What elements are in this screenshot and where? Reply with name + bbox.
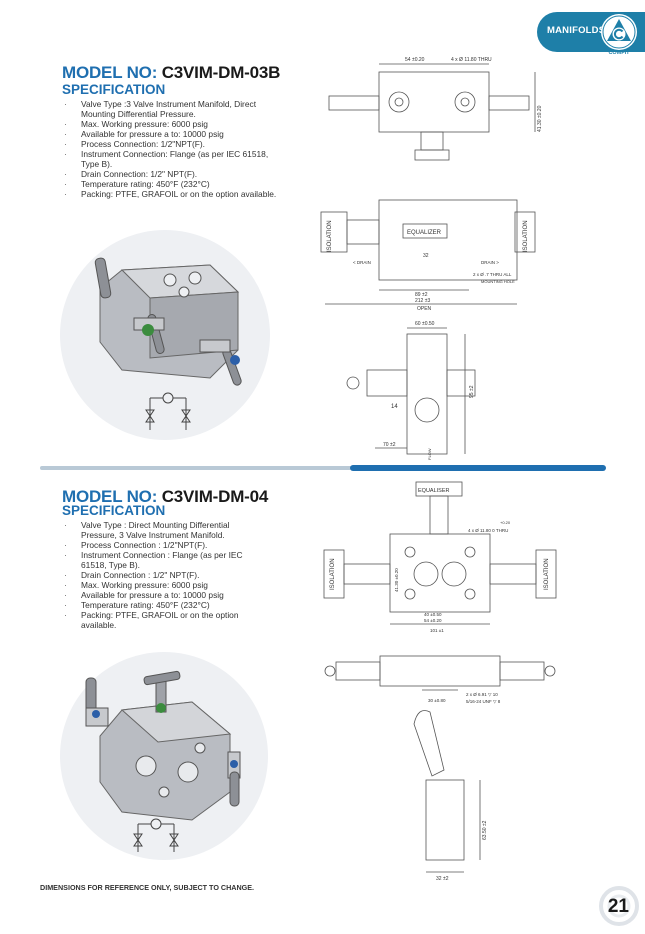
- spec-item: Max. Working pressure: 6000 psig: [64, 580, 264, 590]
- category-label: MANIFOLDS: [547, 25, 606, 36]
- dim-40: 40 ±0.50: [424, 612, 442, 617]
- dim-32: 32: [423, 253, 429, 259]
- model1-product-image: [94, 257, 242, 430]
- spec-item: Drain Connection: 1/2" NPT(F).: [64, 169, 284, 179]
- model2-title-code: C3VIM-DM-04: [161, 487, 269, 506]
- dim-89: 89 ±2: [415, 292, 428, 298]
- model2-spec-list: Valve Type : Direct Mounting Differentia…: [64, 520, 264, 630]
- model1-spec-list: Valve Type :3 Valve Instrument Manifold,…: [64, 99, 284, 199]
- dim-holes: 4 x Ø 11.80 0 THRU: [468, 528, 508, 533]
- holes-spec-a: 2 x Ø 6.91 ▽ 10: [466, 692, 498, 697]
- page-number: 21: [607, 896, 629, 917]
- model2-technical-drawing: EQUALISER +0.20 4 x Ø 11.80 0 THRU ISOLA…: [323, 481, 557, 882]
- spec-item: Available for pressure a to: 10000 psig: [64, 129, 284, 139]
- section-divider: [40, 466, 360, 470]
- model2-title: MODEL NO: C3VIM-DM-04: [62, 487, 268, 507]
- mounting-hole-label: MOUNTING HOLE: [481, 279, 515, 284]
- drain-right-label: DRAIN >: [481, 260, 499, 265]
- disclaimer-note: DIMENSIONS FOR REFERENCE ONLY, SUBJECT T…: [40, 883, 255, 892]
- spec-item: Instrument Connection : Flange (as per I…: [64, 550, 264, 570]
- spec-item: Process Connection: 1/2"NPT(F).: [64, 139, 284, 149]
- spec-item: Instrument Connection: Flange (as per IE…: [64, 149, 284, 169]
- dim-63: 63.50 ±2: [482, 820, 488, 840]
- spec-item: Valve Type :3 Valve Instrument Manifold,…: [64, 99, 284, 119]
- isolation-left-label: ISOLATION: [327, 220, 333, 252]
- spec-item: Drain Connection : 1/2" NPT(F).: [64, 570, 264, 580]
- dim-70: 70 ±2: [383, 442, 396, 448]
- spec-item: Max. Working pressure: 6000 psig: [64, 119, 284, 129]
- section-divider-accent: [350, 465, 606, 471]
- model2-spec-title: SPECIFICATION: [62, 503, 166, 518]
- spec-item: Packing: PTFE, GRAFOIL or on the option …: [64, 610, 264, 630]
- model1-technical-drawing: 54 ±0.20 4 x Ø 11.80 THRU 41.30 ±0.20 IS…: [320, 57, 543, 460]
- model1-title-prefix: MODEL NO:: [62, 63, 158, 82]
- dim-32: 32 ±2: [436, 876, 449, 882]
- dim-60: 60 ±0.50: [415, 321, 435, 327]
- isolation-left-label: ISOLATION: [330, 558, 336, 590]
- model1-spec-title: SPECIFICATION: [62, 82, 166, 97]
- model2-product-image: [85, 670, 241, 852]
- logo-icon: [602, 15, 636, 49]
- dim-holes: 4 x Ø 11.80 THRU: [451, 57, 492, 63]
- model1-title-code: C3VIM-DM-03B: [161, 63, 281, 82]
- dim-101: 101 ±1: [430, 628, 444, 633]
- dim-30: 30 ±0.80: [428, 698, 446, 703]
- holes-spec-b: 5/16-24 UNF ▽ 8: [466, 699, 501, 704]
- thru-all-label: 2 x Ø .7 THRU ALL: [473, 272, 512, 277]
- spec-item: Temperature rating: 450°F (232°C): [64, 600, 264, 610]
- isolation-right-label: ISOLATION: [544, 558, 550, 590]
- dim-54: 54 ±0.20: [405, 57, 425, 63]
- isolation-right-label: ISOLATION: [523, 220, 529, 252]
- spec-item: Valve Type : Direct Mounting Differentia…: [64, 520, 264, 540]
- open-label: OPEN: [417, 306, 432, 312]
- spec-item: Temperature rating: 450°F (232°C): [64, 179, 284, 189]
- model1-title: MODEL NO: C3VIM-DM-03B: [62, 63, 280, 83]
- brand-logo: [601, 14, 637, 50]
- spec-item: Packing: PTFE, GRAFOIL or on the option …: [64, 189, 284, 199]
- category-tab: MANIFOLDS COMFIT: [537, 12, 645, 56]
- equalizer-label: EQUALIZER: [407, 230, 442, 236]
- dim-14: 14: [391, 404, 398, 410]
- flow-label: FLOW: [427, 448, 432, 460]
- spec-item: Process Connection : 1/2"NPT(F).: [64, 540, 264, 550]
- brand-logo-text: COMFIT: [608, 50, 630, 56]
- spec-item: Available for pressure a to: 10000 psig: [64, 590, 264, 600]
- dim-95: 95 ±2: [469, 385, 475, 398]
- dim-54: 54 ±0.20: [424, 618, 442, 623]
- dim-tolerance: +0.20: [500, 520, 511, 525]
- dim-212: 212 ±3: [415, 298, 430, 304]
- dim-41: 41.30 ±0.20: [394, 568, 399, 592]
- equaliser-label: EQUALISER: [418, 488, 450, 494]
- page-decoration-icon: [599, 886, 639, 926]
- dim-41: 41.30 ±0.20: [537, 105, 543, 132]
- drain-left-label: < DRAIN: [353, 260, 371, 265]
- model2-title-prefix: MODEL NO:: [62, 487, 158, 506]
